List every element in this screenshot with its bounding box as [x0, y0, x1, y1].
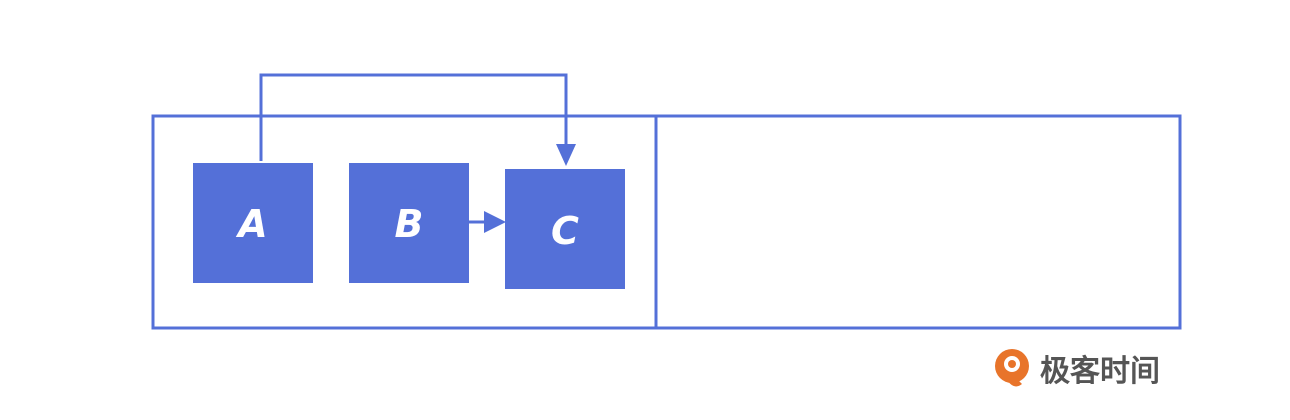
- brand-watermark: 极客时间: [995, 349, 1160, 389]
- arrowhead-a-to-c: [556, 144, 576, 166]
- right-panel: [654, 114, 1182, 330]
- node-b-label: B: [395, 202, 424, 246]
- brand-text: 极客时间: [1040, 354, 1160, 389]
- node-c: C: [505, 169, 625, 289]
- node-a: A: [193, 163, 313, 283]
- edge-a-to-c: [259, 73, 568, 161]
- node-c-label: C: [551, 209, 579, 253]
- arrowhead-b-to-c: [484, 211, 506, 233]
- node-a-label: A: [235, 202, 267, 246]
- node-b: B: [349, 163, 469, 283]
- geektime-logo-icon: [995, 349, 1029, 387]
